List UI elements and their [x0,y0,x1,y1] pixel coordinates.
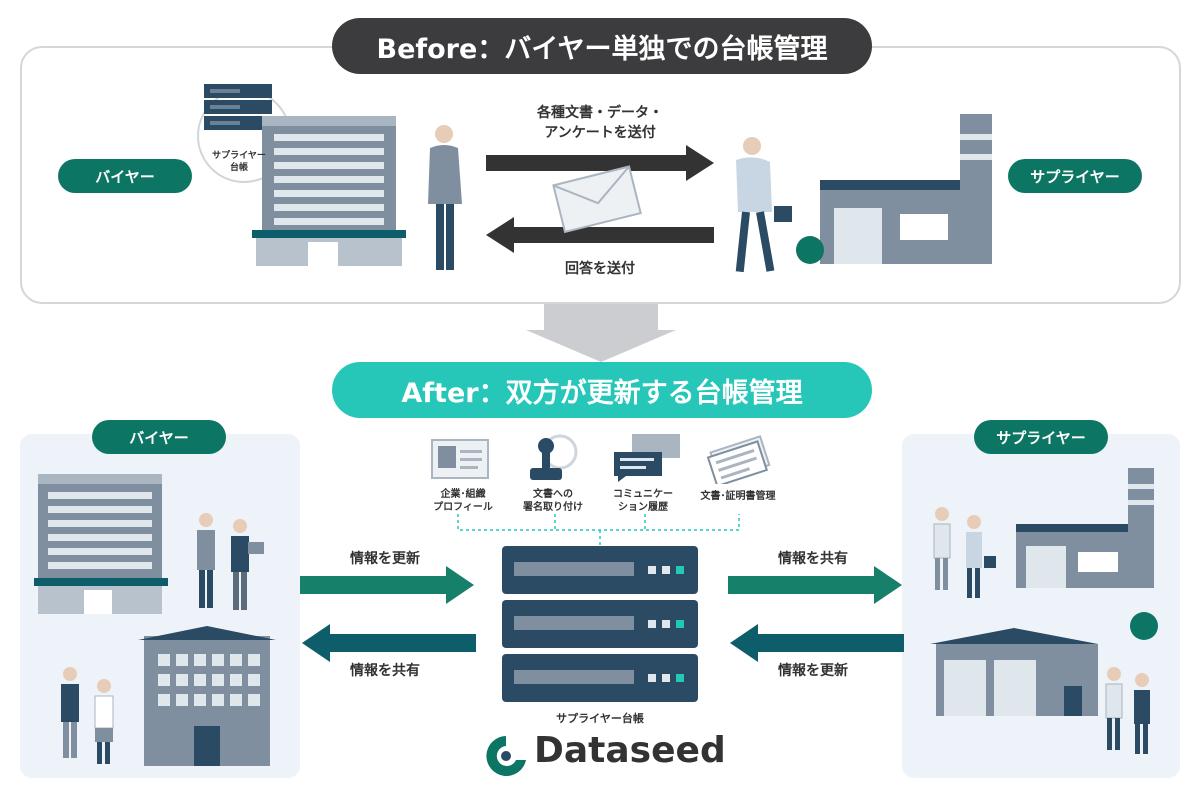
feature-label-profile-1: 企業･組織 [440,489,486,500]
documents-icon [706,435,771,484]
before-buyer-pill: バイヤー [58,159,192,193]
send-label-1: 各種文書・データ・ [537,105,663,121]
right-arrows [728,566,904,662]
after-supplier-illustration [930,468,1158,754]
before-title: Before：バイヤー単独での台帳管理 [332,18,872,74]
brand-name: Dataseed [534,730,726,771]
reply-label: 回答を送付 [565,261,635,277]
send-label-2: アンケートを送付 [544,125,656,141]
feature-label-chat-1: コミュニケー [613,489,673,500]
dataseed-logo-icon [486,736,526,776]
feature-label-documents: 文書･証明書管理 [700,491,776,502]
transition-arrow [526,304,676,362]
before-supplier-pill: サプライヤー [1008,159,1142,193]
after-supplier-pill: サプライヤー [974,420,1108,454]
buyer-person-illustration [428,125,462,270]
left-bottom-arrow-label: 情報を共有 [350,663,420,679]
feature-connector [457,514,740,546]
buyer-building-illustration [197,84,406,266]
after-title: After：双方が更新する台帳管理 [332,362,872,418]
after-buyer-illustration [34,474,276,766]
left-top-arrow-label: 情報を更新 [350,551,420,567]
before-arrows [486,145,714,253]
feature-label-stamp-1: 文書への [533,489,573,500]
right-top-arrow-label: 情報を共有 [778,551,848,567]
profile-card-icon [431,439,489,479]
ledger-bubble-label-2: 台帳 [229,163,248,173]
ledger-bubble-label-1: サプライヤー [212,151,266,161]
right-bottom-arrow-label: 情報を更新 [778,663,848,679]
chat-bubbles-icon [614,434,680,482]
supplier-factory-illustration [796,114,992,264]
left-arrows [300,566,476,662]
after-buyer-pill: バイヤー [92,420,226,454]
feature-label-chat-2: ション履歴 [618,502,668,513]
feature-label-profile-2: プロフィール [433,502,493,513]
stamp-icon [530,434,578,480]
supplier-ledger-server [502,546,698,702]
feature-label-stamp-2: 署名取り付け [523,502,583,513]
server-label: サプライヤー台帳 [556,712,644,725]
supplier-person-illustration [735,137,792,273]
